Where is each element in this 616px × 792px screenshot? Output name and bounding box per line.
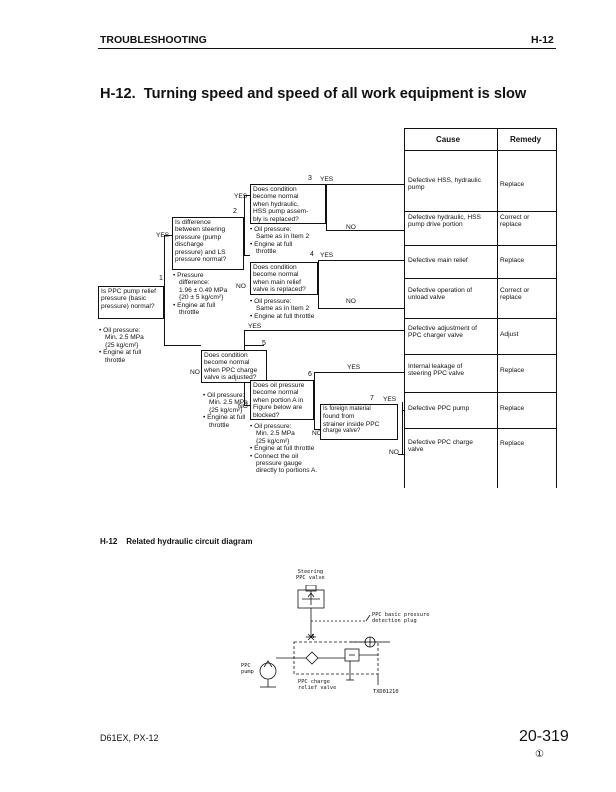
figure-code: TXD01210 [373,689,399,695]
revision-mark: ① [535,749,544,760]
q1-no-yes-label: YES [248,323,262,330]
q2-yes-label: YES [234,193,248,200]
item-number-6: 6 [308,371,312,378]
question-3-notes: • Oil pressure:Same as in Item 2• Engine… [250,226,310,256]
circuit-heading: H-12 Related hydraulic circuit diagram [100,537,253,546]
remedy-3: Replace [500,257,525,264]
hydraulic-circuit-diagram [259,585,390,688]
q7-no-label: NO [389,449,399,456]
q7-yes-label: YES [383,396,397,403]
cause-7: Defective PPC pump [408,405,470,412]
item-number-5: 5 [262,340,266,347]
page-number: 20-319 [519,728,569,745]
item-number-7: 7 [370,395,374,402]
strainer-symbol [305,651,319,665]
q3-no-label: NO [346,224,356,231]
question-1-notes: • Oil pressure:Min. 2.5 MPa{25 kg/cm²}• … [99,327,144,364]
question-4-notes: • Oil pressure:Same as in Item 2• Engine… [250,298,315,320]
q1-no-label: NO [190,369,200,376]
q1-yes-label: YES [156,232,170,239]
item-number-2: 2 [233,208,237,215]
remedy-5: Adjust [500,331,519,338]
question-6-notes: • Oil pressure:Min. 2.5 MPa{25 kg/cm²}• … [250,423,318,475]
q3-yes-label: YES [320,176,334,183]
remedy-1: Replace [500,181,525,188]
remedy-8: Replace [500,440,525,447]
remedy-7: Replace [500,405,525,412]
q2-no-label: NO [236,283,246,290]
q6-no-label: NO [312,430,322,437]
q4-yes-label: YES [320,252,334,259]
page-title: H-12. Turning speed and speed of all wor… [100,86,526,102]
q5-no-label: NO [238,403,248,410]
section-code: H-12 [531,34,554,46]
remedy-header: Remedy [510,135,542,144]
remedy-6: Replace [500,367,525,374]
q6-yes-label: YES [347,364,361,371]
footer-model: D61EX, PX-12 [100,733,159,743]
ppc-pump-symbol [259,662,277,680]
header-rule [98,48,556,49]
item-number-4: 4 [310,251,314,258]
circuit-heading-text: Related hydraulic circuit diagram [126,537,253,546]
section-header: TROUBLESHOOTING [100,34,207,46]
title-text: Turning speed and speed of all work equi… [143,86,527,102]
question-5-notes: • Oil pressure:Min. 2.5 MPa{25 kg/cm²}• … [203,392,248,429]
cause-header: Cause [436,135,461,144]
circuit-heading-code: H-12 [100,537,118,546]
q4-no-label: NO [346,298,356,305]
cause-3: Defective main relief [408,257,468,264]
item-number-1: 1 [159,275,163,282]
title-number: H-12. [100,86,136,102]
item-number-3: 3 [308,175,312,182]
